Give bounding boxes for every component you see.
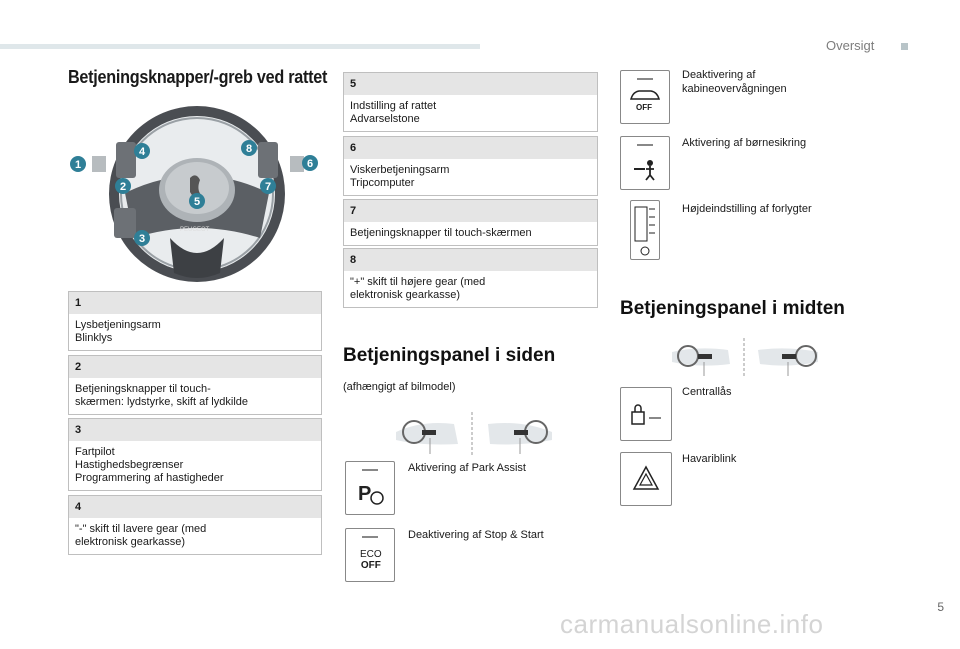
central-lock-button[interactable] [620, 387, 672, 441]
callout-8 [241, 140, 257, 156]
hazard-icon [632, 465, 660, 490]
box-number: 5 [344, 73, 597, 95]
box-number: 7 [344, 200, 597, 222]
info-box-2: 2 Betjeningsknapper til touch- skærmen: … [68, 355, 322, 415]
box-text: Indstilling af rattet Advarselstone [350, 100, 437, 125]
stop-start-label: Deaktivering af Stop & Start [408, 529, 544, 541]
child-lock-button[interactable] [620, 136, 670, 190]
svg-text:1: 1 [75, 159, 81, 171]
eco-off-icon: ECO OFF [360, 549, 382, 571]
hazard-label: Havariblink [682, 453, 737, 465]
info-box-8: 8 "+" skift til højere gear (med elektro… [343, 248, 598, 308]
callout-7 [260, 178, 276, 194]
child-lock-icon [634, 160, 655, 181]
running-title-marker [901, 43, 908, 50]
center-panel-title: Betjeningspanel i midten [620, 298, 845, 319]
callout-4 [134, 143, 150, 159]
info-box-6: 6 Viskerbetjeningsarm Tripcomputer [343, 136, 598, 196]
headlamp-level-label: Højdeindstilling af forlygter [682, 203, 812, 215]
info-box-7: 7 Betjeningsknapper til touch-skærmen [343, 199, 598, 246]
callout-1 [70, 156, 86, 172]
central-lock-label: Centrallås [682, 386, 732, 398]
cabin-monitoring-label: Deaktivering af kabineovervågningen [682, 69, 787, 95]
park-assist-label: Aktivering af Park Assist [408, 462, 526, 474]
park-assist-icon: P [358, 483, 384, 505]
box-text: Betjeningsknapper til touch- skærmen: ly… [75, 383, 248, 408]
box-text: Fartpilot Hastighedsbegrænser Programmer… [75, 446, 224, 484]
side-panel-subtitle: (afhængigt af bilmodel) [343, 381, 456, 393]
box-text: "-" skift til lavere gear (med elektroni… [75, 523, 207, 548]
svg-text:8: 8 [246, 143, 252, 155]
callout-6 [302, 155, 318, 171]
svg-text:P: P [358, 483, 371, 505]
header-accent-bar [0, 44, 480, 49]
park-assist-button[interactable]: P [345, 461, 395, 515]
central-lock-icon [631, 404, 661, 425]
callout-3 [134, 230, 150, 246]
info-box-1: 1 Lysbetjeningsarm Blinklys [68, 291, 322, 351]
box-number: 8 [344, 249, 597, 271]
side-panel-title: Betjeningspanel i siden [343, 345, 556, 366]
box-number: 6 [344, 137, 597, 159]
stop-start-button[interactable]: ECO OFF [345, 528, 395, 582]
headlamp-level-control[interactable] [630, 200, 660, 260]
box-number: 2 [69, 356, 321, 378]
box-number: 1 [69, 292, 321, 314]
svg-text:PEUGEOT: PEUGEOT [180, 227, 210, 233]
box-text: "+" skift til højere gear (med elektroni… [350, 276, 486, 301]
callout-2 [115, 178, 131, 194]
callout-5a [189, 193, 205, 209]
svg-text:5: 5 [194, 196, 200, 208]
box-text: Betjeningsknapper til touch-skærmen [350, 227, 532, 239]
side-panel-location-diagram [396, 412, 552, 456]
cabin-monitoring-button[interactable]: OFF [620, 70, 670, 124]
hazard-button[interactable] [620, 452, 672, 506]
page-number: 5 [937, 600, 944, 614]
svg-text:6: 6 [307, 158, 313, 170]
svg-text:2: 2 [120, 181, 126, 193]
running-title: Oversigt [826, 38, 875, 53]
steering-controls-title: Betjeningsknapper/-greb ved rattet [68, 67, 328, 87]
info-box-5: 5 Indstilling af rattet Advarselstone [343, 72, 598, 132]
svg-text:3: 3 [139, 233, 145, 245]
child-lock-label: Aktivering af børnesikring [682, 137, 807, 149]
info-box-4: 4 "-" skift til lavere gear (med elektro… [68, 495, 322, 555]
headlamp-level-icon [634, 206, 655, 256]
svg-text:4: 4 [139, 146, 146, 158]
svg-text:7: 7 [265, 181, 271, 193]
center-panel-location-diagram [672, 338, 818, 378]
info-box-3: 3 Fartpilot Hastighedsbegrænser Programm… [68, 418, 322, 491]
box-number: 4 [69, 496, 321, 518]
steering-wheel-illustration: PEUGEOT 1 2 3 4 5 6 7 8 [70, 106, 318, 282]
cabin-monitoring-off-icon [630, 90, 660, 100]
box-text: Lysbetjeningsarm Blinklys [75, 319, 161, 344]
watermark: carmanualsonline.info [560, 609, 824, 639]
box-text: Viskerbetjeningsarm Tripcomputer [350, 164, 450, 189]
box-number: 3 [69, 419, 321, 441]
